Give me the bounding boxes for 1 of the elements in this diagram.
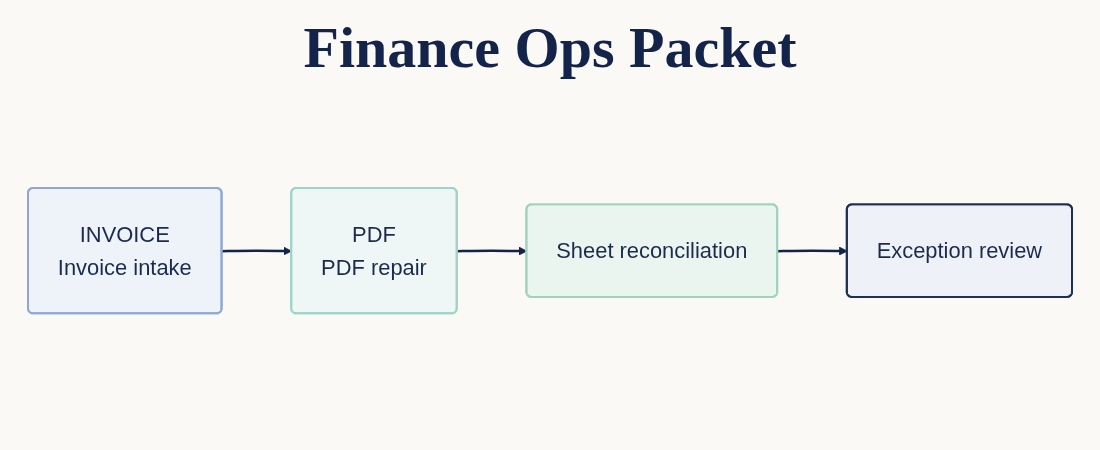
title: Finance Ops Packet	[302, 14, 798, 81]
